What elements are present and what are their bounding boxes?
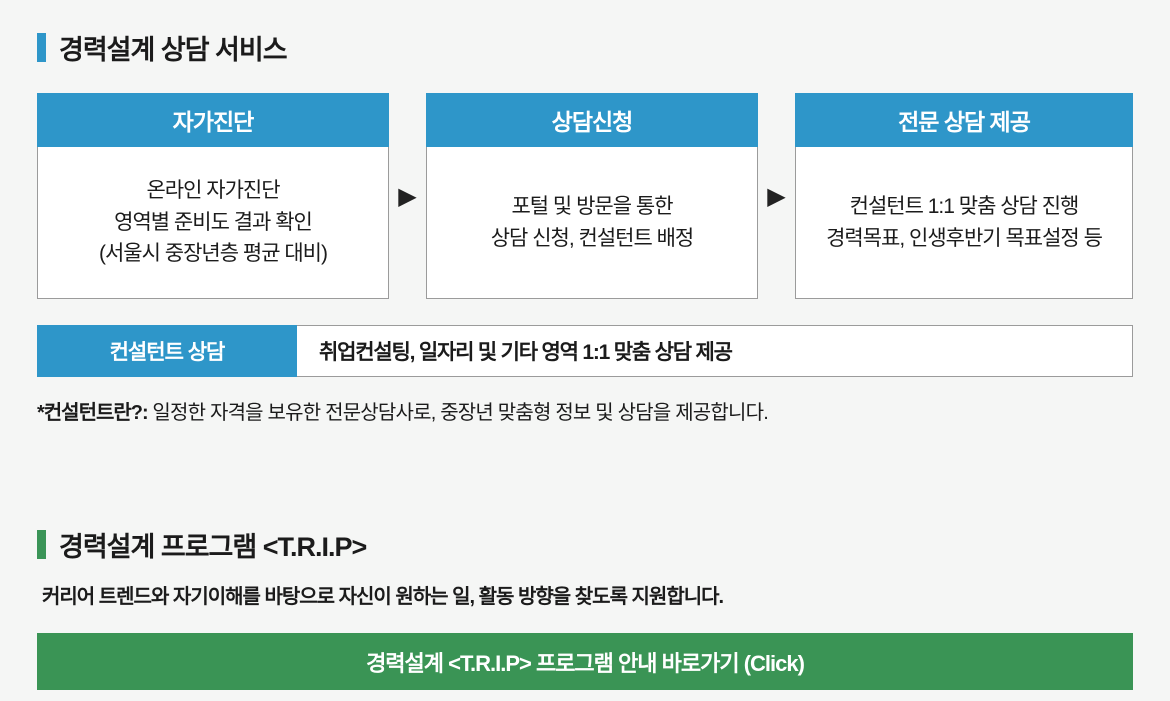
step-body-line: (서울시 중장년층 평균 대비) (98, 242, 328, 266)
consultant-counseling-description: 취업컨설팅, 일자리 및 기타 영역 1:1 맞춤 상담 제공 (297, 325, 1133, 377)
step-body-line: 컨설턴트 1:1 맞춤 상담 진행 (849, 195, 1080, 218)
process-flow: 자가진단 온라인 자가진단 영역별 준비도 결과 확인 (서울시 중장년층 평균… (37, 93, 1133, 299)
blue-accent-bar (37, 33, 46, 62)
step-self-diagnosis-header: 자가진단 (37, 93, 389, 147)
step-counseling-request-body: 포털 및 방문을 통한 상담 신청, 컨설턴트 배정 (427, 147, 757, 298)
trip-program-section: 경력설계 프로그램 <T.R.I.P> 커리어 트렌드와 자기이해를 바탕으로 … (37, 525, 1133, 690)
step-body-line: 상담 신청, 컨설턴트 배정 (490, 226, 695, 250)
consultant-counseling-label: 컨설턴트 상담 (37, 325, 297, 377)
trip-program-description: 커리어 트렌드와 자기이해를 바탕으로 자신이 원하는 일, 활동 방향을 찾도… (42, 586, 724, 608)
step-counseling-request-header: 상담신청 (426, 93, 758, 147)
step-expert-counseling-body: 컨설턴트 1:1 맞춤 상담 진행 경력목표, 인생후반기 목표설정 등 (796, 147, 1132, 298)
step-body-line: 영역별 준비도 결과 확인 (114, 210, 313, 234)
step-counseling-request: 상담신청 포털 및 방문을 통한 상담 신청, 컨설턴트 배정 (426, 93, 758, 299)
consultant-footnote: *컨설턴트란?: 일정한 자격을 보유한 전문상담사로, 중장년 맞춤형 정보 … (37, 396, 1133, 425)
section1-title: 경력설계 상담 서비스 (59, 35, 288, 65)
step-self-diagnosis-body: 온라인 자가진단 영역별 준비도 결과 확인 (서울시 중장년층 평균 대비) (38, 147, 388, 298)
consultant-counseling-row: 컨설턴트 상담 취업컨설팅, 일자리 및 기타 영역 1:1 맞춤 상담 제공 (37, 325, 1133, 377)
consultant-footnote-label: *컨설턴트란?: (37, 402, 149, 424)
trip-program-link-button[interactable]: 경력설계 <T.R.I.P> 프로그램 안내 바로가기 (Click) (37, 633, 1133, 690)
step-body-line: 온라인 자가진단 (146, 179, 280, 203)
section2-title: 경력설계 프로그램 <T.R.I.P> (59, 532, 367, 562)
arrow-right-icon: ▶ (398, 182, 417, 210)
step-expert-counseling-header: 전문 상담 제공 (795, 93, 1133, 147)
section2-title-row: 경력설계 프로그램 <T.R.I.P> (37, 525, 1133, 564)
consultant-footnote-text: 일정한 자격을 보유한 전문상담사로, 중장년 맞춤형 정보 및 상담을 제공합… (147, 402, 768, 424)
arrow-right-icon: ▶ (767, 182, 786, 210)
step-expert-counseling: 전문 상담 제공 컨설턴트 1:1 맞춤 상담 진행 경력목표, 인생후반기 목… (795, 93, 1133, 299)
career-counseling-section: 경력설계 상담 서비스 자가진단 온라인 자가진단 영역별 준비도 결과 확인 … (37, 28, 1133, 425)
green-accent-bar (37, 530, 46, 559)
section1-title-row: 경력설계 상담 서비스 (37, 28, 1133, 67)
step-self-diagnosis: 자가진단 온라인 자가진단 영역별 준비도 결과 확인 (서울시 중장년층 평균… (37, 93, 389, 299)
step-body-line: 경력목표, 인생후반기 목표설정 등 (826, 226, 1103, 250)
step-body-line: 포털 및 방문을 통한 (511, 195, 673, 218)
